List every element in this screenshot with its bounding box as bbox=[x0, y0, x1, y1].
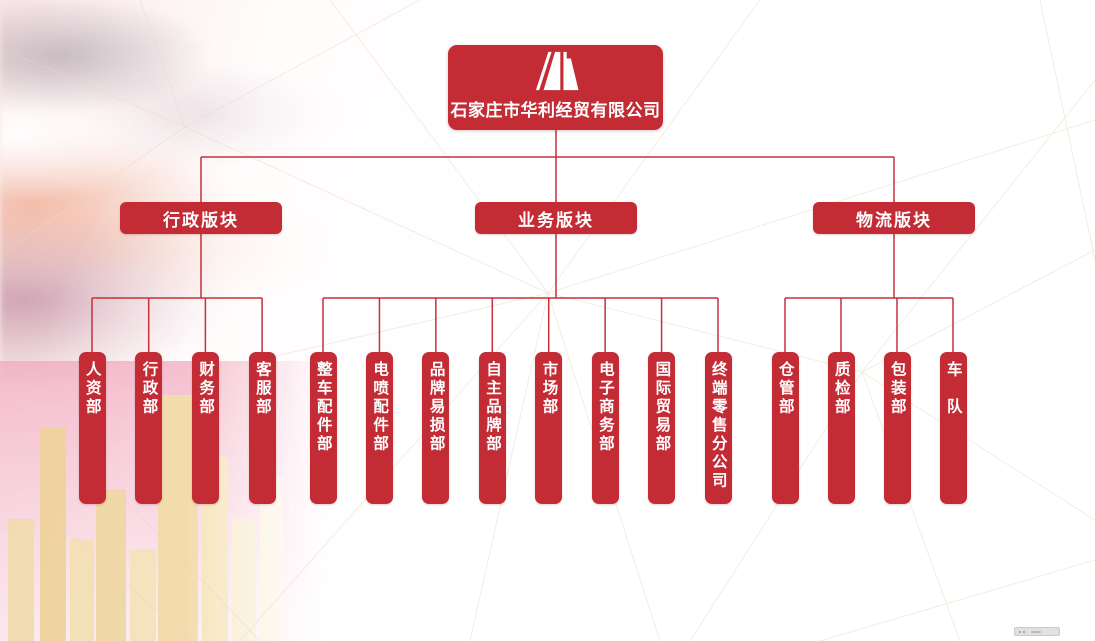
department-node: 自主品牌部 bbox=[478, 352, 506, 504]
department-label: 仓管部 bbox=[776, 361, 794, 417]
department-label: 整车配件部 bbox=[314, 361, 332, 454]
department-node: 电喷配件部 bbox=[365, 352, 393, 504]
company-name: 石家庄市华利经贸有限公司 bbox=[450, 101, 661, 120]
grip-dots-icon bbox=[1019, 630, 1025, 633]
dash-icon bbox=[1031, 630, 1041, 633]
department-node: 市场部 bbox=[535, 352, 563, 504]
department-label: 财务部 bbox=[197, 361, 215, 417]
department-node: 终端零售分公司 bbox=[704, 352, 732, 504]
mini-toolbar[interactable] bbox=[1014, 627, 1060, 636]
company-root-node: 石家庄市华利经贸有限公司 bbox=[448, 45, 663, 130]
department-node: 品牌易损部 bbox=[422, 352, 450, 504]
department-node: 国际贸易部 bbox=[648, 352, 676, 504]
department-node: 质检部 bbox=[827, 352, 855, 504]
department-label: 客服部 bbox=[253, 361, 271, 417]
division-node-0: 行政版块 bbox=[120, 202, 282, 234]
department-node: 电子商务部 bbox=[591, 352, 619, 504]
department-node: 财务部 bbox=[191, 352, 219, 504]
department-node: 客服部 bbox=[248, 352, 276, 504]
department-node: 人资部 bbox=[78, 352, 106, 504]
mountain-monogram-logo-icon bbox=[535, 51, 578, 91]
department-label: 电子商务部 bbox=[596, 361, 614, 454]
department-label: 行政部 bbox=[140, 361, 158, 417]
department-node: 行政部 bbox=[135, 352, 163, 504]
department-node: 整车配件部 bbox=[309, 352, 337, 504]
department-label: 自主品牌部 bbox=[484, 361, 502, 454]
department-label: 电喷配件部 bbox=[371, 361, 389, 454]
division-node-2: 物流版块 bbox=[813, 202, 975, 234]
sunset-clouds-background bbox=[0, 0, 460, 400]
department-node: 包装部 bbox=[883, 352, 911, 504]
department-label: 人资部 bbox=[83, 361, 101, 417]
department-label: 车 队 bbox=[944, 361, 962, 417]
division-node-1: 业务版块 bbox=[475, 202, 637, 234]
department-label: 品牌易损部 bbox=[427, 361, 445, 454]
department-label: 质检部 bbox=[832, 361, 850, 417]
department-node: 车 队 bbox=[939, 352, 967, 504]
department-node: 仓管部 bbox=[771, 352, 799, 504]
department-label: 包装部 bbox=[888, 361, 906, 417]
department-label: 终端零售分公司 bbox=[709, 361, 727, 491]
department-label: 市场部 bbox=[540, 361, 558, 417]
city-skyline-background bbox=[0, 361, 340, 641]
department-label: 国际贸易部 bbox=[653, 361, 671, 454]
